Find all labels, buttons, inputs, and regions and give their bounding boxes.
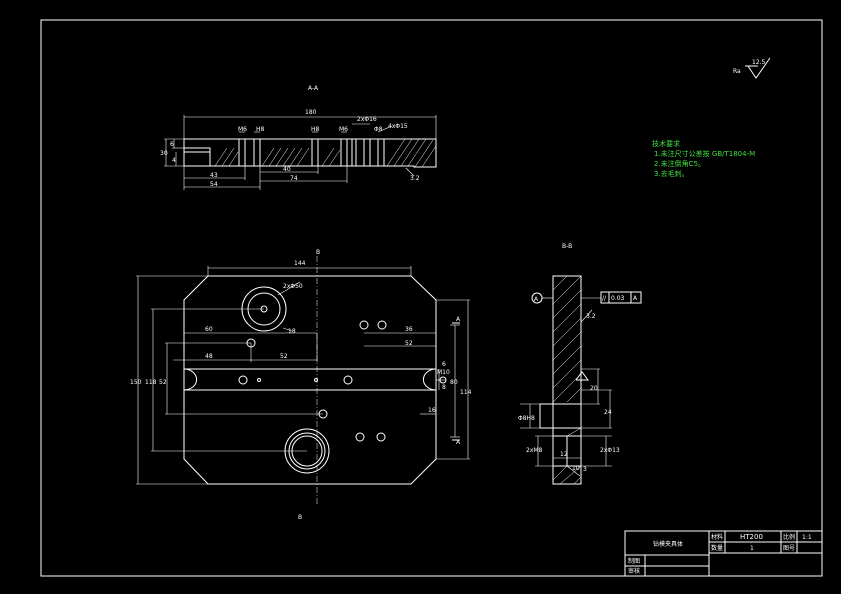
dim-step-4: 4	[172, 157, 176, 164]
dim-144: 144	[294, 260, 306, 267]
dim-40: 40	[283, 166, 291, 173]
section-a-a: A-A	[160, 85, 437, 190]
dim-8: 8	[442, 384, 446, 391]
part-name: 钻模夹具体	[653, 540, 683, 548]
section-aa-hatch	[214, 138, 437, 168]
section-aa-body	[183, 138, 437, 168]
section-aa-label: A-A	[308, 85, 319, 92]
section-aa-dims	[164, 115, 437, 190]
dim-60: 60	[205, 326, 213, 333]
ra-label: Ra	[733, 68, 741, 75]
design-label: 制图	[628, 557, 640, 565]
notes-line-3: 3.去毛刺。	[654, 169, 689, 178]
dim-36: 36	[405, 326, 413, 333]
dim-m10: M10	[437, 369, 450, 376]
dim-h8-a: H8	[256, 126, 265, 133]
tol-datum: A	[633, 295, 638, 302]
dim-phi16: 2xΦ16	[357, 116, 377, 123]
material-label: 材料	[711, 533, 723, 541]
bb-dim-2xm8: 2xM8	[526, 447, 543, 454]
drawing-no-label: 图号	[783, 545, 795, 552]
dim-phi50: 2xΦ50	[283, 283, 303, 290]
dim-52-b: 52	[280, 353, 288, 360]
tol-symbol: //	[602, 295, 607, 302]
dim-180: 180	[305, 109, 317, 116]
dim-step-6: 6	[170, 141, 174, 148]
tol-value: 0.03	[611, 295, 625, 302]
dim-ra-3-2: 3.2	[410, 175, 420, 182]
qty-value: 1	[750, 545, 754, 552]
bb-ra-3-2: 3.2	[586, 313, 596, 320]
dim-43: 43	[210, 172, 218, 179]
title-block: 钻模夹具体 材料 HT200 比例 1:1 数量 1 图号 制图 审核	[624, 530, 823, 577]
dim-52-a: 52	[405, 340, 413, 347]
dim-h8-b: H8	[311, 126, 320, 133]
view-a-top: A	[456, 316, 461, 323]
view-b-bottom: B	[298, 514, 302, 521]
bb-dim-3: 3	[583, 466, 587, 473]
drawing-frame	[40, 19, 823, 577]
dim-m6-b: M6	[339, 126, 348, 133]
plan-dims	[136, 266, 470, 485]
dim-r88: 18	[288, 328, 296, 335]
bb-dim-24: 24	[604, 409, 612, 416]
dim-phi8: Φ8	[374, 126, 383, 133]
dim-114: 114	[460, 389, 472, 396]
notes-line-1: 1.未注尺寸公差按 GB/T1804-M	[654, 149, 755, 158]
dim-74: 74	[290, 175, 298, 182]
ra-value: 12.5	[752, 59, 766, 66]
section-aa-holes	[238, 138, 385, 167]
dim-16: 16	[428, 407, 436, 414]
datum-a-label: A	[534, 296, 539, 303]
dim-54: 54	[210, 181, 218, 188]
dim-height-30: 30	[160, 150, 168, 157]
bb-dim-phi8h8: Φ8H8	[518, 415, 535, 422]
review-label: 审核	[628, 567, 640, 575]
section-bb-dims	[520, 309, 612, 477]
bb-dim-10: 10	[572, 465, 580, 472]
section-bb-label: B-B	[562, 243, 572, 250]
qty-label: 数量	[711, 544, 723, 552]
tolerance-frame: // 0.03 A	[581, 291, 642, 304]
scale-value: 1:1	[802, 534, 812, 541]
bb-dim-20: 20	[590, 385, 598, 392]
dim-48: 48	[205, 353, 213, 360]
dim-6: 6	[442, 361, 446, 368]
scale-label: 比例	[783, 533, 795, 541]
plan-small-holes	[238, 320, 447, 442]
dim-150: 150	[130, 379, 142, 386]
dim-80: 80	[450, 379, 458, 386]
notes-line-2: 2.未注倒角C5。	[654, 159, 705, 168]
material-value: HT200	[740, 533, 763, 541]
view-a-bottom: A	[456, 439, 461, 446]
plan-view: B B	[130, 249, 472, 521]
bb-dim-12: 12	[560, 451, 568, 458]
bb-dim-2xphi13: 2xΦ13	[600, 447, 620, 454]
dim-m6-a: M6	[238, 126, 247, 133]
dim-phi15: 4xΦ15	[388, 123, 408, 130]
section-b-b: B-B A // 0.03	[518, 243, 642, 485]
notes-title: 技术要求	[652, 139, 680, 148]
technical-notes: 技术要求 1.未注尺寸公差按 GB/T1804-M 2.未注倒角C5。 3.去毛…	[652, 139, 755, 178]
plan-outline	[183, 275, 437, 485]
surface-finish-symbol: Ra 12.5	[733, 57, 771, 79]
datum-triangle	[575, 371, 589, 381]
dim-118: 118	[145, 379, 157, 386]
view-b-top: B	[316, 249, 320, 256]
section-bb-hatch	[552, 275, 582, 485]
dim-52-c: 52	[159, 379, 167, 386]
